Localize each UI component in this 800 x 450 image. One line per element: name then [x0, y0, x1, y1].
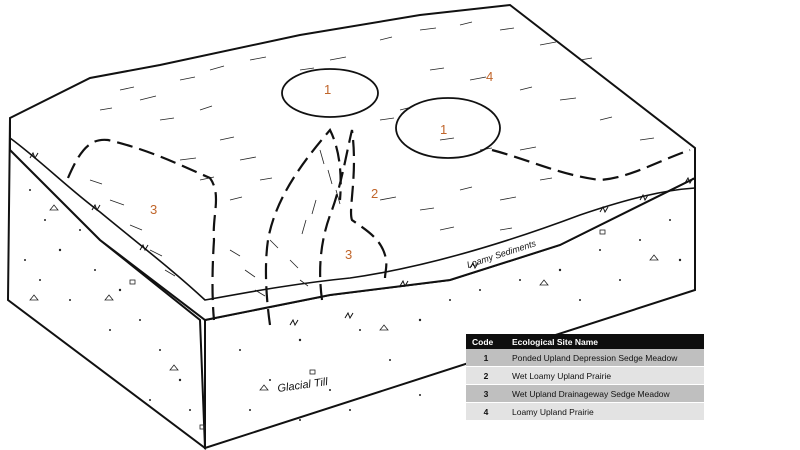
- zone-label-1-right: 1: [440, 122, 447, 137]
- legend-table: Code Ecological Site Name 1 Ponded Uplan…: [466, 334, 704, 421]
- depression-1a: [281, 68, 379, 118]
- zone-label-2: 2: [371, 186, 378, 201]
- legend-row: 4 Loamy Upland Prairie: [466, 402, 704, 421]
- zone-label-1-upper: 1: [324, 82, 331, 97]
- depression-1b: [395, 97, 501, 159]
- legend-site-name: Ponded Upland Depression Sedge Meadow: [506, 349, 704, 367]
- till-pebbles: [29, 204, 659, 430]
- zone-label-4: 4: [486, 69, 493, 84]
- legend-code: 3: [466, 384, 506, 403]
- legend-row: 2 Wet Loamy Upland Prairie: [466, 366, 704, 385]
- legend-row: 1 Ponded Upland Depression Sedge Meadow: [466, 349, 704, 367]
- legend-header-row: Code Ecological Site Name: [466, 334, 704, 349]
- legend-code: 2: [466, 366, 506, 385]
- zone-label-3-left: 3: [150, 202, 157, 217]
- loamy-sediments-boundary: [9, 137, 696, 301]
- till-stipple: [24, 189, 682, 421]
- legend-header-code: Code: [466, 334, 506, 349]
- grass-tufts: [29, 151, 694, 327]
- legend-row: 3 Wet Upland Drainageway Sedge Meadow: [466, 384, 704, 403]
- legend-header-name: Ecological Site Name: [506, 334, 704, 349]
- legend-site-name: Wet Loamy Upland Prairie: [506, 366, 704, 385]
- zone-label-3-center: 3: [345, 247, 352, 262]
- legend-code: 4: [466, 402, 506, 421]
- terrain-hatching: [89, 21, 655, 297]
- site-boundaries: [66, 128, 691, 326]
- legend-site-name: Wet Upland Drainageway Sedge Meadow: [506, 384, 704, 403]
- legend-code: 1: [466, 349, 506, 367]
- top-surface: [9, 3, 696, 322]
- legend-site-name: Loamy Upland Prairie: [506, 402, 704, 421]
